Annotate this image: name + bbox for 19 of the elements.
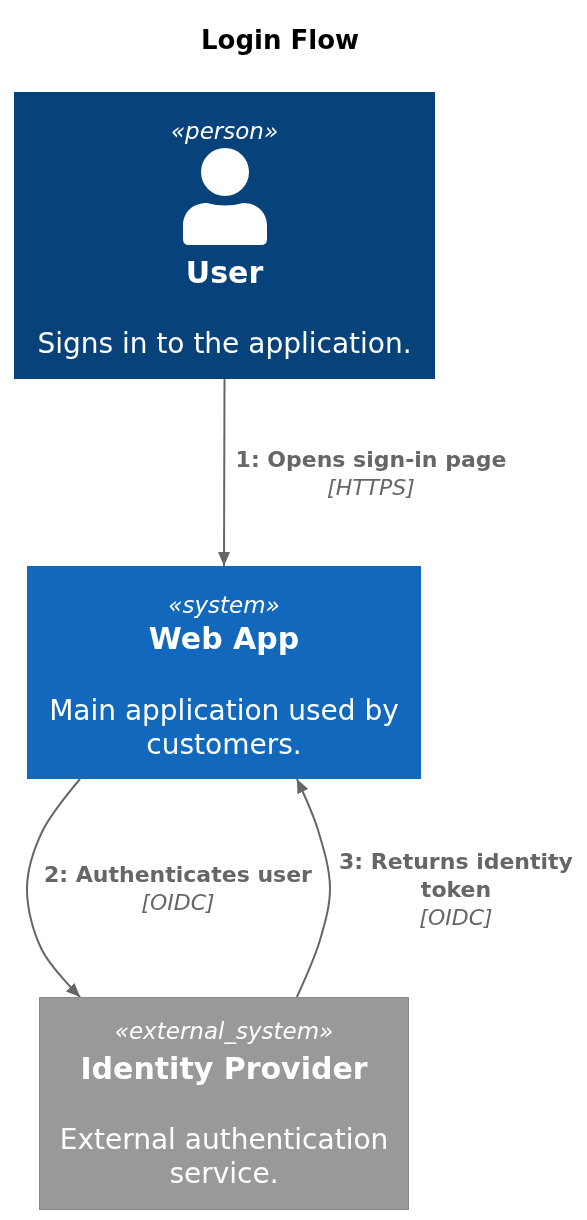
external-system-box [39,997,409,1210]
person-box [14,92,435,379]
system-box [27,566,421,779]
edge-label: 3: Returns identity token [OIDC] [338,848,574,932]
stereotype-label: «person» [170,117,279,145]
stereotype-label: «external_system» [114,1017,334,1045]
arrow [218,378,231,567]
edge-label: 2: Authenticates user [OIDC] [44,861,312,917]
edge-label: 1: Opens sign-in page [HTTPS] [235,446,507,502]
arrow [295,778,331,998]
diagram-title: Login Flow [200,24,360,56]
stereotype-label: «system» [168,591,280,619]
node-description: Signs in to the application. [37,327,412,361]
node-name: Web App [148,621,300,657]
arrow [26,778,82,998]
node-name: Identity Provider [80,1051,368,1087]
node-description: Main application used by customers. [48,694,400,762]
node-name: User [185,255,264,291]
node-description: External authentication service. [58,1123,390,1191]
